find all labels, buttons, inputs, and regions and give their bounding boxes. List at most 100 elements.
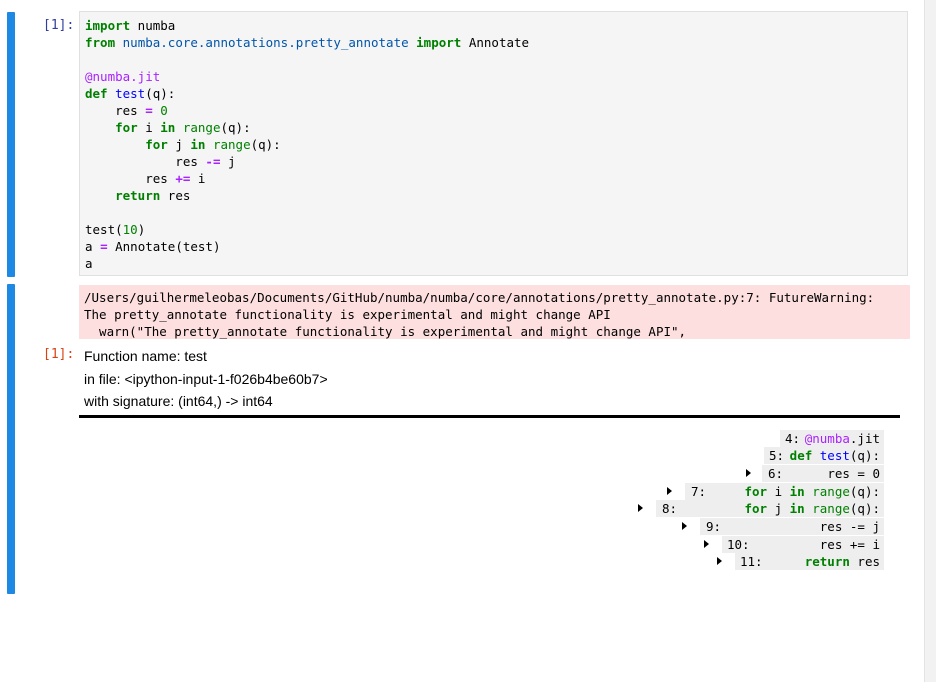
code-token: for: [145, 137, 168, 152]
code-token: @numba: [804, 431, 850, 446]
code-line: [85, 51, 529, 68]
expand-triangle-icon[interactable]: [704, 540, 709, 548]
code-token: (q):: [220, 120, 251, 135]
code-token: for: [744, 484, 768, 499]
annotation-source: res -= j: [820, 518, 880, 535]
code-token: in: [789, 484, 805, 499]
code-token: =: [145, 103, 153, 118]
code-token: [85, 137, 145, 152]
annotation-line-number: 9:: [706, 519, 722, 534]
code-token: res: [160, 188, 191, 203]
code-token: (q):: [849, 501, 880, 516]
code-line: @numba.jit: [85, 68, 529, 85]
code-token: [85, 188, 115, 203]
code-token: return: [804, 554, 850, 569]
stderr-line-1: /Users/guilhermeleobas/Documents/GitHub/…: [84, 290, 875, 305]
annotation-source: return res: [805, 553, 880, 570]
code-token: def: [85, 86, 108, 101]
code-token: ): [137, 222, 146, 237]
code-token: for: [744, 501, 768, 516]
code-token: 0: [160, 103, 168, 118]
page-scrollbar[interactable]: [924, 0, 936, 682]
expand-triangle-icon[interactable]: [682, 522, 687, 530]
annotation-row[interactable]: 8: for j in range(q):: [656, 500, 884, 517]
code-line: for i in range(q):: [85, 119, 529, 136]
annotation-line-number: 8:: [662, 501, 678, 516]
code-token: 10: [122, 222, 138, 237]
annotation-source: for j in range(q):: [745, 500, 881, 517]
code-token: Annotate(test): [107, 239, 221, 254]
code-token: [115, 35, 123, 50]
code-token: in: [789, 501, 805, 516]
code-line: res = 0: [85, 102, 529, 119]
annotation-row[interactable]: 10: res += i: [722, 536, 884, 553]
code-token: +=: [175, 171, 191, 186]
annotation-row[interactable]: 11:return res: [735, 553, 884, 570]
annotation-line-number: 7:: [691, 484, 707, 499]
code-token: import: [416, 35, 462, 50]
code-line: a = Annotate(test): [85, 238, 529, 255]
input-cell-collapser[interactable]: [7, 12, 15, 277]
code-token: i: [767, 484, 790, 499]
code-token: for: [115, 120, 138, 135]
code-token: numba.core.annotations.pretty_annotate: [122, 35, 409, 50]
code-token: .jit: [849, 431, 880, 446]
annotation-line-number: 10:: [727, 537, 750, 552]
annotation-row: 5:def test(q):: [764, 447, 884, 464]
annotation-source: res += i: [820, 536, 880, 553]
code-token: res: [85, 103, 146, 118]
code-token: range: [182, 120, 221, 135]
expand-triangle-icon[interactable]: [638, 504, 643, 512]
expand-triangle-icon[interactable]: [746, 469, 751, 477]
code-token: res: [85, 154, 206, 169]
annotation-row[interactable]: 6: res = 0: [762, 465, 884, 482]
code-token: [85, 120, 115, 135]
code-token: j: [167, 137, 191, 152]
code-token: (q):: [250, 137, 281, 152]
code-line: return res: [85, 187, 529, 204]
code-line: res += i: [85, 170, 529, 187]
code-token: j: [767, 501, 790, 516]
code-token: [108, 86, 116, 101]
in-file-text: in file: <ipython-input-1-f026b4be60b7>: [84, 371, 328, 387]
code-token: res: [849, 554, 880, 569]
expand-triangle-icon[interactable]: [717, 557, 722, 565]
code-token: a: [85, 256, 93, 271]
code-token: from: [85, 35, 116, 50]
code-token: [175, 120, 183, 135]
code-token: range: [212, 137, 251, 152]
annotation-line-number: 6:: [768, 466, 784, 481]
annotation-source: def test(q):: [790, 447, 880, 464]
code-token: res += i: [819, 537, 880, 552]
code-line: res -= j: [85, 153, 529, 170]
output-prompt: [1]:: [43, 347, 75, 362]
code-token: import: [85, 18, 131, 33]
code-line: for j in range(q):: [85, 136, 529, 153]
output-cell-collapser[interactable]: [7, 284, 15, 594]
code-token: test(: [85, 222, 123, 237]
code-token: test: [115, 86, 146, 101]
code-token: -=: [205, 154, 221, 169]
code-line: test(10): [85, 221, 529, 238]
code-token: [812, 448, 820, 463]
annotation-row[interactable]: 9: res -= j: [700, 518, 884, 535]
expand-triangle-icon[interactable]: [667, 487, 672, 495]
code-token: return: [115, 188, 161, 203]
annotation-row[interactable]: 7:for i in range(q):: [685, 483, 884, 500]
code-token: i: [190, 171, 206, 186]
code-token: i: [137, 120, 161, 135]
code-line: from numba.core.annotations.pretty_annot…: [85, 34, 529, 51]
code-token: res = 0: [827, 466, 880, 481]
stderr-output: /Users/guilhermeleobas/Documents/GitHub/…: [79, 285, 910, 339]
code-line: a: [85, 255, 529, 272]
code-token: (q):: [849, 484, 880, 499]
code-token: =: [100, 239, 108, 254]
code-token: res -= j: [819, 519, 880, 534]
stderr-line-3: warn("The pretty_annotate functionality …: [84, 324, 687, 339]
code-token: @numba.jit: [85, 69, 161, 84]
stderr-line-2: The pretty_annotate functionality is exp…: [84, 307, 611, 322]
annotation-source: res = 0: [827, 465, 880, 482]
